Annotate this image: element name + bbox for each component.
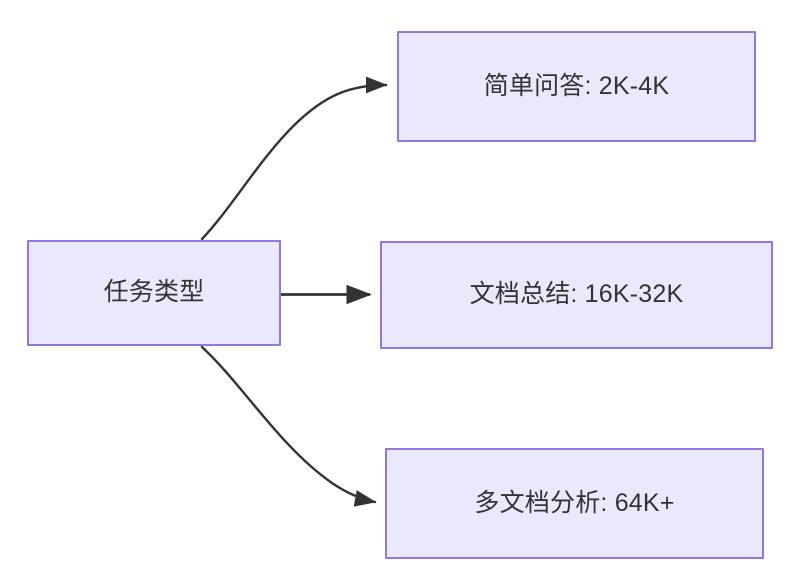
edge-source-to-simple-qa [200, 76, 388, 241]
node-simple-qa-label: 简单问答: 2K-4K [483, 71, 670, 100]
node-simple-qa[interactable]: 简单问答: 2K-4K [397, 31, 756, 142]
node-multi-doc-label: 多文档分析: 64K+ [474, 488, 675, 517]
node-task-type[interactable]: 任务类型 [27, 240, 281, 346]
edge-source-to-multi-doc [200, 345, 377, 507]
node-doc-summary-label: 文档总结: 16K-32K [469, 280, 684, 309]
node-task-type-label: 任务类型 [103, 278, 205, 307]
node-multi-doc[interactable]: 多文档分析: 64K+ [385, 448, 764, 559]
node-doc-summary[interactable]: 文档总结: 16K-32K [380, 241, 773, 349]
